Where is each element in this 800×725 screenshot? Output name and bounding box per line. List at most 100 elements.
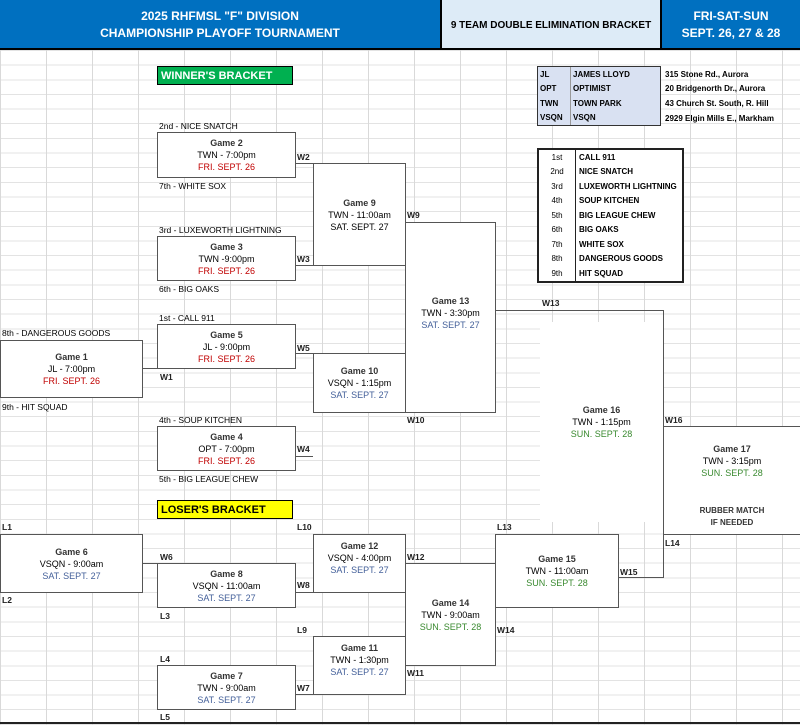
seed-label: 3rd - LUXEWORTH LIGHTNING <box>159 225 282 235</box>
connector <box>295 694 313 695</box>
connector <box>142 563 157 564</box>
seed-place: 2nd <box>538 164 576 179</box>
seed-label: 6th - BIG OAKS <box>159 284 219 294</box>
slot-label: W4 <box>297 444 310 454</box>
connector <box>295 163 313 164</box>
game-title: Game 16 <box>582 405 621 415</box>
game-date: SAT. SEPT. 27 <box>197 592 256 603</box>
seed-team: LUXEWORTH LIGHTNING <box>575 179 683 194</box>
slot-label: L2 <box>2 595 12 605</box>
game-title: Game 1 <box>55 352 88 362</box>
game-title: Game 8 <box>210 568 243 579</box>
location-name: VSQN <box>570 110 661 126</box>
location-name: OPTIMIST <box>570 81 661 96</box>
game-time: OPT - 7:00pm <box>198 443 255 454</box>
location-address: 43 Church St. South, R. Hill <box>665 98 769 108</box>
location-code: VSQN <box>537 110 571 126</box>
game-title: Game 12 <box>340 541 379 551</box>
seed-label: 1st - CALL 911 <box>159 313 215 323</box>
slot-label: W15 <box>620 567 638 577</box>
game-title: Game 17 <box>713 444 751 454</box>
slot-label: L3 <box>160 611 170 621</box>
seed-label: 9th - HIT SQUAD <box>2 402 68 412</box>
seed-team: NICE SNATCH <box>575 164 683 179</box>
game-date: SAT. SEPT. 27 <box>330 667 389 677</box>
game-title: Game 4 <box>210 431 243 442</box>
game-time: VSQN - 1:15pm <box>327 378 392 388</box>
location-code: JL <box>537 66 571 82</box>
game-title: Game 6 <box>55 546 88 557</box>
seed-place: 1st <box>538 149 576 165</box>
game-title: Game 3 <box>210 241 243 252</box>
seed-place: 6th <box>538 222 576 237</box>
game-date: SAT. SEPT. 27 <box>330 565 389 575</box>
tournament-dates: FRI-SAT-SUN SEPT. 26, 27 & 28 <box>662 0 800 50</box>
seed-place: 3rd <box>538 179 576 194</box>
slot-label: W13 <box>542 298 560 308</box>
game-time: TWN - 11:00am <box>525 566 589 576</box>
game-date: FRI. SEPT. 26 <box>197 265 256 276</box>
seed-label: 8th - DANGEROUS GOODS <box>2 328 111 338</box>
connector <box>663 310 664 578</box>
connector <box>142 368 157 369</box>
slot-label: L5 <box>160 712 170 722</box>
title-line-1: 2025 RHFMSL "F" DIVISION <box>141 9 299 23</box>
seed-team: HIT SQUAD <box>575 266 683 282</box>
slot-label: W1 <box>160 372 173 382</box>
game-time: TWN - 9:00am <box>421 609 480 620</box>
game-time: TWN - 1:15pm <box>572 417 631 427</box>
game-time: TWN - 3:15pm <box>702 456 762 466</box>
game-date: SAT. SEPT. 27 <box>330 390 389 400</box>
game-title: Game 13 <box>431 296 470 306</box>
slot-label: L1 <box>2 522 12 532</box>
game-date: SUN. SEPT. 28 <box>701 468 763 478</box>
game-date: SAT. SEPT. 27 <box>330 221 389 232</box>
seed-team: BIG LEAGUE CHEW <box>575 208 683 223</box>
game-time: JL - 7:00pm <box>47 364 96 374</box>
game-date: FRI. SEPT. 26 <box>197 353 256 364</box>
game-date: SAT. SEPT. 27 <box>421 320 480 330</box>
game-date: FRI. SEPT. 26 <box>197 455 256 466</box>
game-title: Game 10 <box>340 366 379 376</box>
slot-label: W7 <box>297 683 310 693</box>
title-line-2: CHAMPIONSHIP PLAYOFF TOURNAMENT <box>100 26 340 40</box>
location-address: 315 Stone Rd., Aurora <box>665 69 749 79</box>
slot-label: L9 <box>297 625 307 635</box>
game-time: VSQN - 4:00pm <box>327 553 392 563</box>
game-time: TWN - 3:30pm <box>421 308 480 318</box>
header-divider <box>0 48 800 50</box>
format-label: 9 TEAM DOUBLE ELIMINATION BRACKET <box>450 19 652 31</box>
slot-label: L4 <box>160 654 170 664</box>
winners-bracket-label: WINNER'S BRACKET <box>157 66 293 85</box>
game-date: SAT. SEPT. 27 <box>197 694 256 705</box>
slot-label: L10 <box>297 522 312 532</box>
seed-place: 4th <box>538 193 576 208</box>
game-note: RUBBER MATCH <box>699 506 765 515</box>
game-title: Game 2 <box>210 138 243 148</box>
slot-label: W5 <box>297 343 310 353</box>
slot-label: W12 <box>407 552 425 562</box>
slot-label: L14 <box>665 538 680 548</box>
seed-team: DANGEROUS GOODS <box>575 251 683 266</box>
connector <box>618 577 663 578</box>
game-time: VSQN - 9:00am <box>39 558 104 569</box>
slot-label: W11 <box>407 668 425 678</box>
location-name: TOWN PARK <box>570 96 661 111</box>
